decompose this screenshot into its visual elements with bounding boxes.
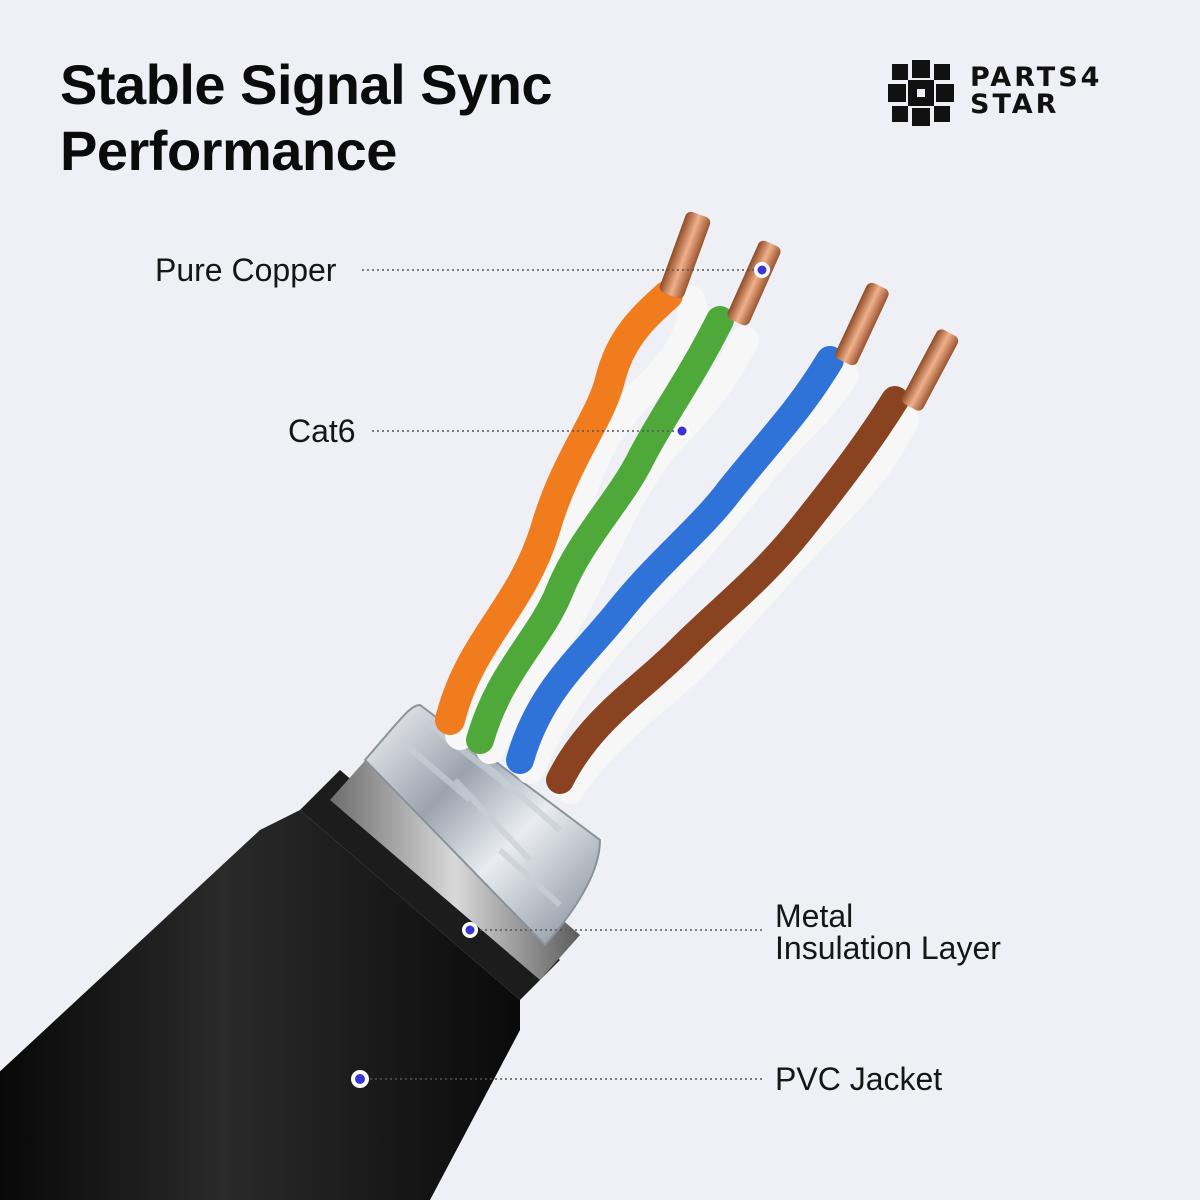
metal-marker: [462, 922, 478, 938]
copper-tip-blue: [835, 282, 889, 366]
label-pure-copper: Pure Copper: [155, 252, 337, 288]
label-metal-line-2: Insulation Layer: [775, 930, 1001, 966]
copper-tip-orange: [659, 211, 711, 299]
copper-tip-green: [727, 240, 781, 326]
title-line-1: Stable Signal Sync: [60, 53, 553, 116]
page-title: Stable Signal Sync Performance: [60, 52, 553, 184]
brand-name: PARTS4 STAR: [970, 64, 1102, 118]
label-cat6: Cat6: [288, 413, 356, 449]
green-pair-color: [466, 306, 734, 754]
label-metal-line-1: Metal: [775, 898, 854, 934]
copper-tip-brown: [901, 329, 959, 411]
jacket-marker: [351, 1070, 369, 1088]
label-pvc-jacket: PVC Jacket: [775, 1061, 943, 1097]
brown-pair-white: [556, 406, 919, 804]
metal-rim: [330, 755, 580, 980]
title-line-2: Performance: [60, 119, 397, 182]
blue-pair-white: [516, 361, 859, 784]
orange-pair-white: [445, 285, 708, 750]
copper-marker: [754, 262, 770, 278]
brown-pair-color: [546, 386, 909, 794]
blue-pair-color: [506, 346, 844, 774]
cross-star-logo-icon: [888, 60, 954, 126]
brand-line-1: PARTS4: [970, 62, 1103, 93]
green-pair-white: [476, 326, 759, 764]
label-metal-insulation: Metal Insulation Layer: [775, 900, 1001, 964]
pvc-jacket: [0, 810, 520, 1200]
brand-line-2: STAR: [970, 89, 1060, 120]
orange-pair-color: [435, 280, 683, 735]
foil-wrinkles: [398, 722, 563, 908]
brand-logo: PARTS4 STAR: [888, 60, 1158, 126]
cat6-marker: [674, 423, 690, 439]
